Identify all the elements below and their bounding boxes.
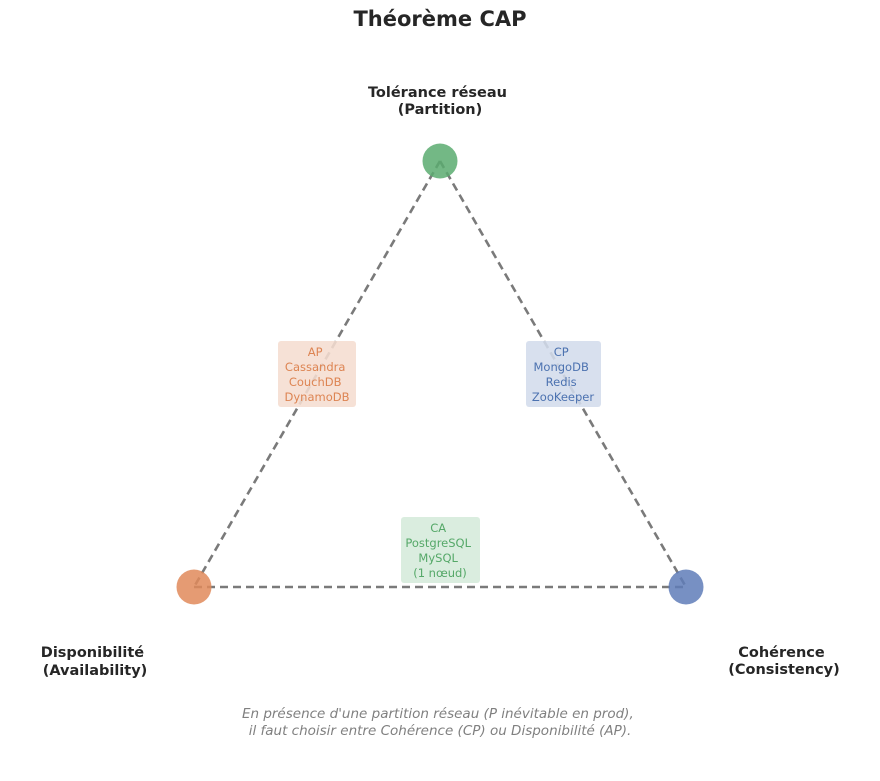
ca-box-line: PostgreSQL bbox=[405, 536, 471, 550]
availability-label-line2: (Availability) bbox=[43, 663, 148, 679]
availability-label-line1: Disponibilité bbox=[41, 645, 144, 661]
availability-label: Disponibilité (Availability) bbox=[41, 645, 149, 679]
cp-box-line: CP bbox=[554, 345, 569, 359]
ap-box-text: AP Cassandra CouchDB DynamoDB bbox=[285, 345, 350, 404]
ca-box-text: CA PostgreSQL MySQL (1 nœud) bbox=[405, 521, 474, 580]
edge-partition-availability bbox=[192, 160, 442, 588]
partition-label-line1: Tolérance réseau bbox=[368, 85, 507, 101]
partition-node bbox=[422, 143, 458, 179]
edge-partition-consistency bbox=[438, 160, 688, 588]
footer-note-line1: En présence d'une partition réseau (P in… bbox=[242, 706, 634, 722]
footer-note: En présence d'une partition réseau (P in… bbox=[242, 706, 638, 739]
ap-box-line: DynamoDB bbox=[285, 390, 350, 404]
ca-box-line: CA bbox=[430, 521, 446, 535]
ap-box-line: CouchDB bbox=[289, 375, 342, 389]
ca-box-background bbox=[401, 517, 480, 583]
ap-box-background bbox=[278, 341, 356, 407]
consistency-label: Cohérence (Consistency) bbox=[728, 645, 840, 678]
cp-box-line: MongoDB bbox=[534, 360, 589, 374]
cp-box-line: ZooKeeper bbox=[532, 390, 594, 404]
cp-box-line: Redis bbox=[546, 375, 577, 389]
ap-box-line: AP bbox=[308, 345, 323, 359]
diagram-title: Théorème CAP bbox=[353, 7, 526, 31]
consistency-label-line2: (Consistency) bbox=[728, 662, 840, 678]
partition-label-line2: (Partition) bbox=[398, 102, 483, 118]
partition-label: Tolérance réseau (Partition) bbox=[368, 85, 512, 118]
ca-box-line: (1 nœud) bbox=[413, 566, 467, 580]
cp-box-background bbox=[526, 341, 601, 407]
cp-box: CP MongoDB Redis ZooKeeper bbox=[526, 341, 601, 407]
availability-node bbox=[176, 569, 212, 605]
ca-box: CA PostgreSQL MySQL (1 nœud) bbox=[401, 517, 480, 583]
consistency-node bbox=[668, 569, 704, 605]
ca-box-line: MySQL bbox=[418, 551, 458, 565]
ap-box: AP Cassandra CouchDB DynamoDB bbox=[278, 341, 356, 407]
consistency-label-line1: Cohérence bbox=[738, 645, 825, 661]
ap-box-line: Cassandra bbox=[285, 360, 345, 374]
footer-note-line2: il faut choisir entre Cohérence (CP) ou … bbox=[249, 723, 632, 739]
cp-box-text: CP MongoDB Redis ZooKeeper bbox=[532, 345, 594, 404]
